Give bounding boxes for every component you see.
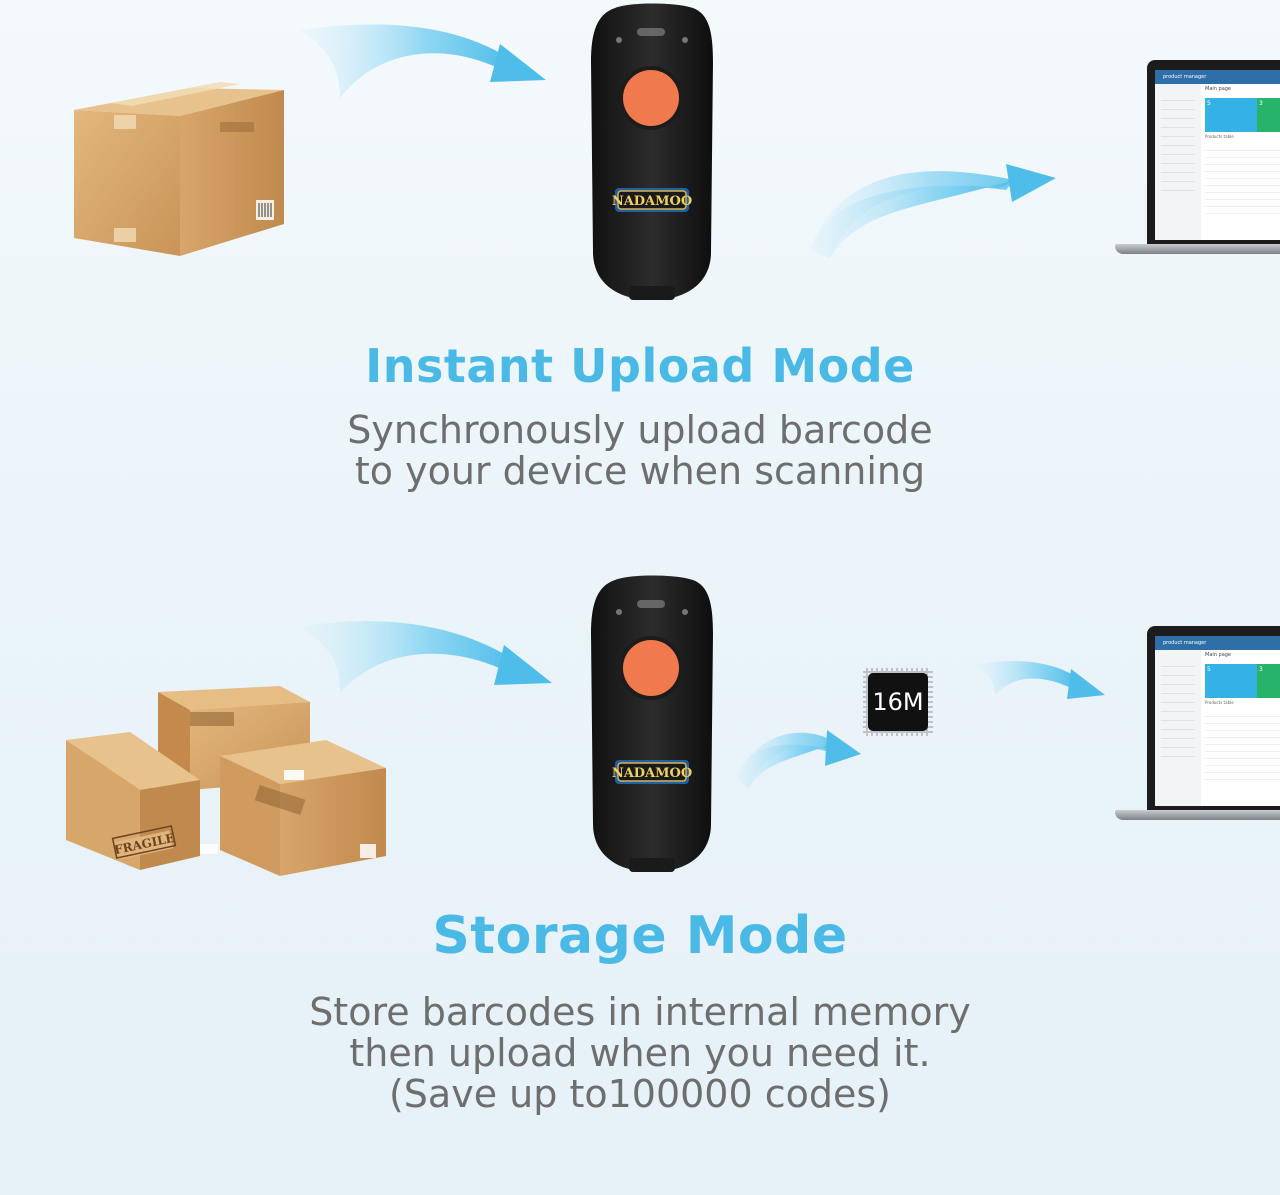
description-line: then upload when you need it. xyxy=(349,1031,931,1075)
laptop-screen: product manager Main page 5 3 Products t… xyxy=(1155,70,1280,240)
mode-title: Instant Upload Mode xyxy=(365,339,915,393)
screen-table-title: Products table xyxy=(1205,134,1234,139)
laptop: product manager Main page 5 3 Products t… xyxy=(1115,626,1280,826)
description-line: Store barcodes in internal memory xyxy=(309,990,971,1034)
app-name: product manager xyxy=(1163,640,1207,646)
cardboard-box xyxy=(74,82,284,256)
screen-page-title: Main page xyxy=(1205,652,1232,658)
description-line: (Save up to100000 codes) xyxy=(388,1072,891,1116)
tile-value: 3 xyxy=(1259,666,1263,673)
flow-arrow xyxy=(737,730,861,788)
screen-page-title: Main page xyxy=(1205,86,1232,92)
laptop-screen: product manager Main page 5 3 Products t… xyxy=(1155,636,1280,806)
description-line: Synchronously upload barcode xyxy=(347,408,933,452)
flow-arrow xyxy=(300,621,552,693)
cardboard-box-stack: FRAGILE xyxy=(66,686,386,876)
screen-table-title: Products table xyxy=(1205,700,1234,705)
barcode-scanner: NADAMOO xyxy=(591,3,713,300)
mode-description: Synchronously upload barcode to your dev… xyxy=(0,410,1280,492)
mode-title: Storage Mode xyxy=(432,906,848,966)
mode-description: Store barcodes in internal memory then u… xyxy=(0,992,1280,1115)
app-name: product manager xyxy=(1163,74,1207,80)
tile-value: 5 xyxy=(1207,100,1211,107)
chip-label: 16M xyxy=(872,688,924,716)
scanner-brand: NADAMOO xyxy=(612,194,692,209)
tile-value: 3 xyxy=(1259,100,1263,107)
memory-chip: 16M xyxy=(863,668,933,736)
tile-value: 5 xyxy=(1207,666,1211,673)
scanner-brand: NADAMOO xyxy=(612,766,692,781)
flow-arrow xyxy=(300,24,546,99)
barcode-scanner: NADAMOO xyxy=(591,575,713,872)
flow-arrow xyxy=(810,164,1056,258)
description-line: to your device when scanning xyxy=(354,449,926,493)
flow-arrow xyxy=(975,661,1105,699)
laptop: product manager Main page 5 3 Products t… xyxy=(1115,60,1280,260)
